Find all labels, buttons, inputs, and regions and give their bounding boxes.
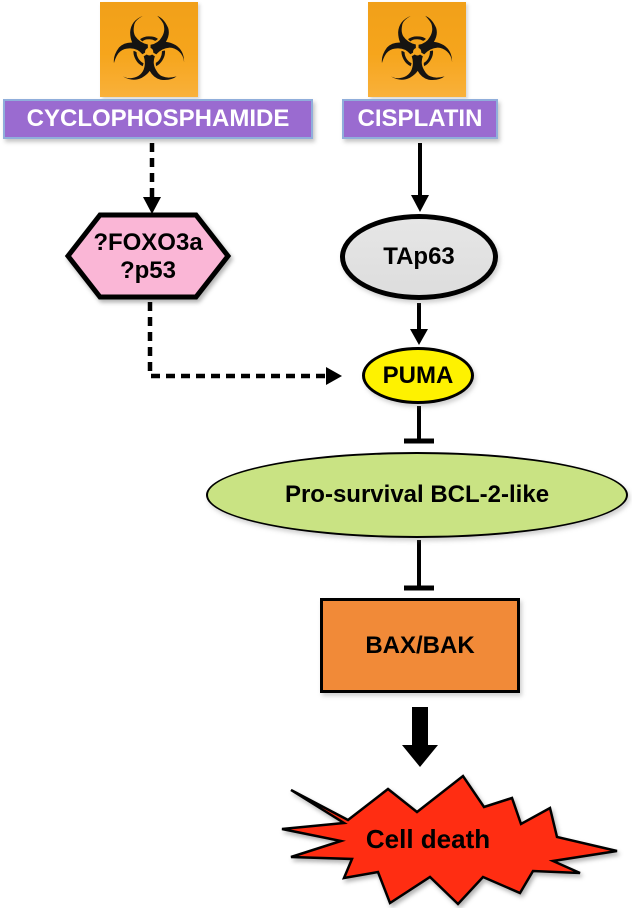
node-foxo3a-p53: ?FOXO3a ?p53	[68, 222, 228, 292]
node-cyclophosphamide: CYCLOPHOSPHAMIDE	[3, 99, 313, 139]
p53-label: ?p53	[119, 257, 176, 284]
node-pro-survival-bcl2: Pro-survival BCL-2-like	[206, 452, 628, 538]
dashed-arrow-foxo3a-puma	[147, 302, 327, 379]
cell-death-label: Cell death	[365, 824, 491, 855]
arrowhead-down-icon	[411, 195, 429, 212]
pro-survival-label: Pro-survival BCL-2-like	[284, 481, 550, 508]
tap63-label: TAp63	[383, 243, 455, 270]
biohazard-icon: ☣	[100, 2, 198, 97]
foxo3a-label: ?FOXO3a	[93, 229, 203, 257]
node-puma: PUMA	[362, 347, 474, 404]
arrowhead-down-icon	[410, 329, 428, 345]
arrowhead-right-icon	[326, 367, 342, 385]
arrowhead-down-icon	[143, 197, 161, 214]
node-cisplatin: CISPLATIN	[342, 99, 498, 139]
node-bax-bak: BAX/BAK	[320, 598, 520, 693]
block-arrow-baxbak-celldeath	[402, 707, 438, 767]
biohazard-glyph-icon: ☣	[377, 0, 457, 101]
bax-bak-label: BAX/BAK	[365, 631, 475, 659]
node-tap63: TAp63	[340, 214, 498, 300]
cisplatin-label: CISPLATIN	[357, 105, 483, 132]
puma-label: PUMA	[382, 361, 454, 389]
node-cell-death: Cell death	[330, 820, 526, 860]
biohazard-glyph-icon: ☣	[109, 0, 189, 101]
biohazard-icon: ☣	[368, 2, 466, 97]
cyclophosphamide-label: CYCLOPHOSPHAMIDE	[26, 105, 290, 132]
